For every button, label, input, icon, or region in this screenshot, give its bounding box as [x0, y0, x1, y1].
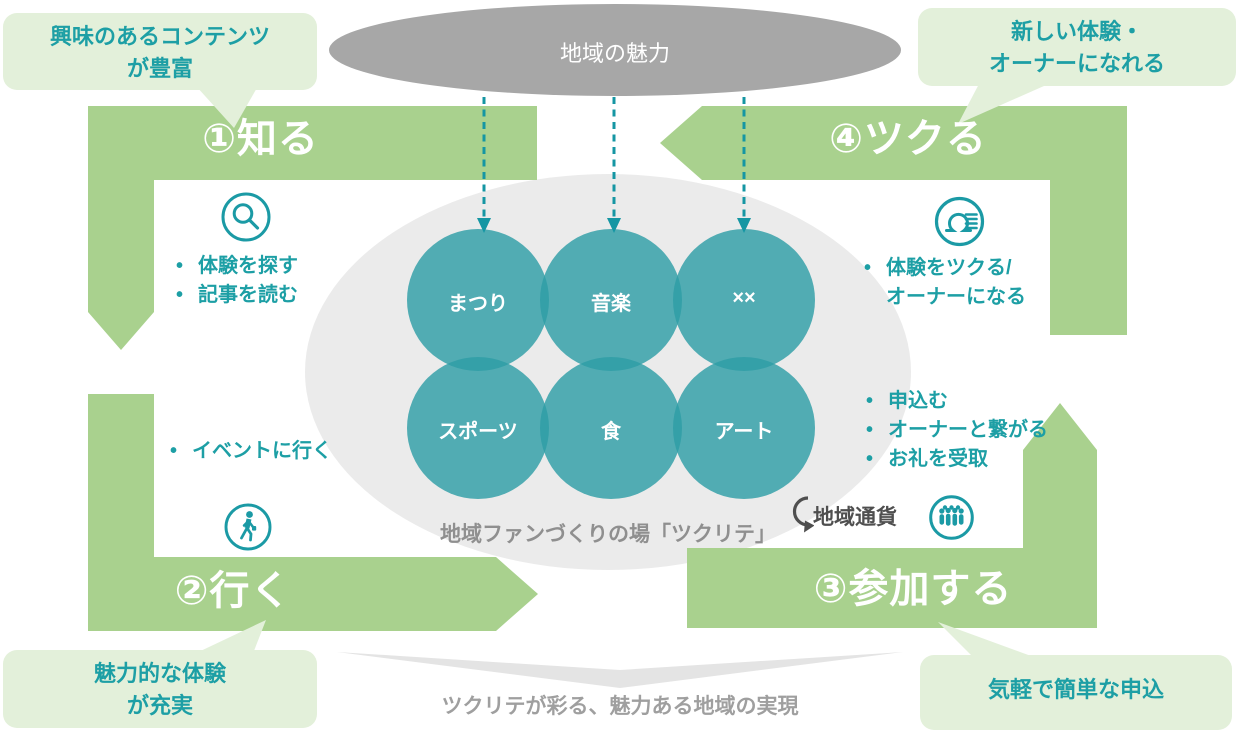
- callout-tail-top-right: [958, 82, 1053, 124]
- go-title: ②行く: [174, 569, 292, 613]
- list-item: 体験を探す: [176, 252, 298, 281]
- know-title: ①知る: [202, 117, 319, 161]
- callout-box-top-right: [918, 8, 1236, 86]
- list-item: 申込む: [866, 387, 1048, 416]
- participate-bullet-3: お礼を受取: [888, 448, 988, 470]
- go-bullet-list: イベントに行く: [170, 437, 332, 466]
- bullet-dot: [864, 254, 886, 283]
- list-item: イベントに行く: [170, 437, 332, 466]
- list-item: 記事を読む: [176, 281, 298, 310]
- callout-tail-bottom-right: [938, 622, 1042, 660]
- go-bullet-1: イベントに行く: [192, 440, 332, 462]
- create-arrow-shape: [660, 106, 1127, 335]
- category-label-xx: ××: [732, 287, 756, 309]
- know-arrow-shape: [88, 106, 537, 350]
- list-item: お礼を受取: [866, 445, 1048, 474]
- category-circle-food: [540, 357, 682, 499]
- flow-arrowhead-right: [737, 218, 751, 233]
- magnifier-icon: [221, 192, 271, 242]
- category-label-music: 音楽: [591, 293, 631, 315]
- platform-caption: 地域ファンづくりの場「ツクリテ」: [440, 523, 776, 546]
- region-charm-ellipse: [329, 4, 901, 96]
- callout-tail-top-left: [196, 86, 258, 128]
- outcome-chevron: [337, 652, 903, 688]
- know-bullet-list: 体験を探す 記事を読む: [176, 252, 298, 310]
- list-item: 体験をツクる/: [864, 254, 1026, 283]
- create-bullet-1: 体験をツクる/: [886, 257, 1012, 279]
- list-item: オーナーになる: [864, 283, 1026, 312]
- category-circle-art: [673, 357, 815, 499]
- category-circle-music: [540, 229, 682, 371]
- participate-arrow-shape: [687, 403, 1097, 628]
- category-circle-sports: [407, 357, 549, 499]
- participate-title: ③参加する: [813, 567, 1013, 611]
- region-charm-label: 地域の魅力: [559, 41, 670, 66]
- charm-flow-arrowheads: [477, 218, 751, 233]
- callout-tail-bottom-left: [190, 620, 266, 656]
- charm-flow-arrows: [482, 97, 746, 218]
- callout-box-top-left: [3, 13, 317, 90]
- flow-arrowhead-center: [607, 218, 621, 233]
- category-label-food: 食: [601, 421, 621, 443]
- callout-bottom-right-text: 気軽で簡単な申込: [987, 677, 1164, 702]
- bullet-dot: [866, 387, 888, 416]
- bullet-dot: [866, 416, 888, 445]
- participate-bullet-list: 申込む オーナーと繋がる お礼を受取: [866, 387, 1048, 474]
- go-arrow-shape: [88, 394, 538, 631]
- category-label-sports: スポーツ: [438, 421, 518, 443]
- bullet-dot: [866, 445, 888, 474]
- callout-box-bottom-left: [3, 650, 317, 728]
- callout-box-bottom-right: [920, 655, 1232, 730]
- callout-bottom-left-text: 魅力的な体験 が充実: [93, 661, 226, 718]
- callout-top-left-text: 興味のあるコンテンツ が豊富: [49, 24, 270, 81]
- category-circle-festival: [407, 229, 549, 371]
- category-circles: [407, 229, 815, 499]
- category-label-festival: まつり: [448, 293, 508, 315]
- person-profile-list-icon: [934, 196, 985, 247]
- flow-arrowhead-left: [477, 218, 491, 233]
- walking-person-icon: [224, 503, 272, 551]
- participate-bullet-2: オーナーと繋がる: [888, 419, 1048, 441]
- callout-shapes: [3, 8, 1236, 730]
- create-bullet-1-line2: オーナーになる: [886, 286, 1026, 308]
- know-bullet-2: 記事を読む: [198, 284, 298, 306]
- create-title: ④ツクる: [829, 117, 987, 161]
- circular-arrow-icon: [792, 496, 814, 533]
- people-group-icon: [929, 495, 974, 540]
- know-bullet-1: 体験を探す: [198, 255, 298, 277]
- outcome-caption: ツクリテが彩る、魅力ある地域の実現: [441, 695, 799, 718]
- category-label-art: アート: [714, 421, 774, 443]
- bullet-dot: [176, 252, 198, 281]
- bullet-dot: [176, 281, 198, 310]
- bullet-dot: [170, 437, 192, 466]
- category-circle-xx: [673, 229, 815, 371]
- callout-top-right-text: 新しい体験・ オーナーになれる: [988, 19, 1165, 76]
- list-item: オーナーと繋がる: [866, 416, 1048, 445]
- participate-bullet-1: 申込む: [888, 390, 948, 412]
- create-bullet-list: 体験をツクる/ オーナーになる: [864, 254, 1026, 312]
- local-currency-label: 地域通貨: [813, 506, 897, 529]
